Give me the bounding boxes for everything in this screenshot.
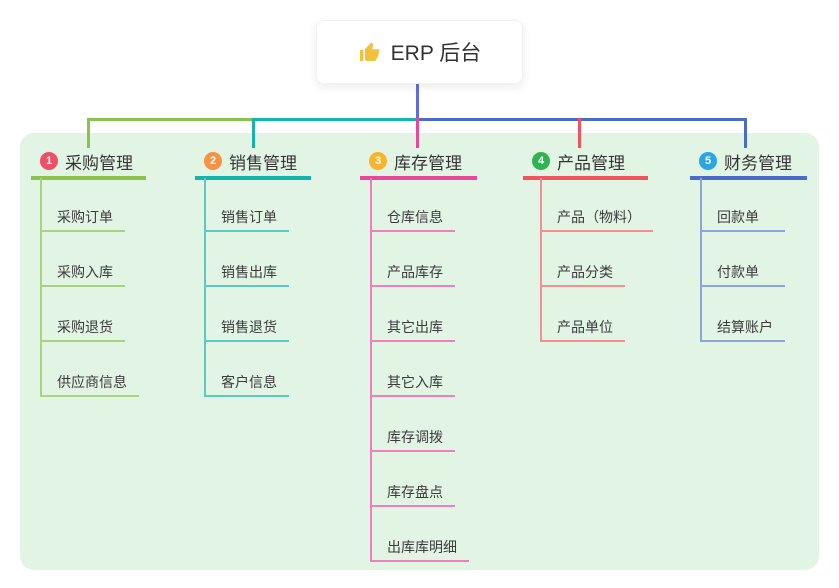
root-title: ERP 后台 bbox=[390, 42, 482, 65]
node-outbound-detail[interactable]: 出库库明细 bbox=[370, 532, 469, 562]
branch-title: 库存管理 bbox=[394, 153, 462, 173]
node-warehouse-info[interactable]: 仓库信息 bbox=[370, 202, 455, 232]
node-purchase-inbound[interactable]: 采购入库 bbox=[40, 257, 125, 287]
branch-product[interactable]: 4 产品管理 bbox=[523, 146, 648, 180]
branch-number-badge: 2 bbox=[204, 152, 222, 170]
branch-number-badge: 1 bbox=[40, 152, 58, 170]
node-payment-doc[interactable]: 付款单 bbox=[700, 257, 785, 287]
root-connector-line bbox=[416, 84, 419, 120]
node-product-unit[interactable]: 产品单位 bbox=[540, 312, 625, 342]
root-node[interactable]: ERP 后台 bbox=[316, 20, 523, 84]
children-line-finance bbox=[700, 178, 702, 342]
branches-background-panel bbox=[20, 133, 819, 570]
node-customer-info[interactable]: 客户信息 bbox=[204, 367, 289, 397]
node-collection-doc[interactable]: 回款单 bbox=[700, 202, 785, 232]
branch-title: 财务管理 bbox=[724, 153, 792, 173]
children-line-purchase bbox=[40, 178, 42, 397]
drop-line-purchase bbox=[87, 118, 90, 148]
branch-title: 销售管理 bbox=[229, 153, 297, 173]
drop-line-sales bbox=[252, 118, 255, 148]
node-sales-order[interactable]: 销售订单 bbox=[204, 202, 289, 232]
branch-inventory[interactable]: 3 库存管理 bbox=[360, 146, 477, 180]
bus-segment-sales bbox=[253, 118, 417, 121]
node-other-outbound[interactable]: 其它出库 bbox=[370, 312, 455, 342]
node-sales-outbound[interactable]: 销售出库 bbox=[204, 257, 289, 287]
branch-sales[interactable]: 2 销售管理 bbox=[195, 146, 311, 180]
bus-segment-right bbox=[417, 118, 747, 121]
node-supplier-info[interactable]: 供应商信息 bbox=[40, 367, 139, 397]
branch-number-badge: 4 bbox=[532, 152, 550, 170]
node-stock-transfer[interactable]: 库存调拨 bbox=[370, 422, 455, 452]
thumbs-up-icon bbox=[358, 40, 382, 64]
node-purchase-return[interactable]: 采购退货 bbox=[40, 312, 125, 342]
node-sales-return[interactable]: 销售退货 bbox=[204, 312, 289, 342]
branch-number-badge: 5 bbox=[699, 152, 717, 170]
bus-segment-purchase bbox=[87, 118, 253, 121]
drop-line-inventory bbox=[416, 118, 419, 148]
branch-finance[interactable]: 5 财务管理 bbox=[690, 146, 807, 180]
drop-line-product bbox=[578, 118, 581, 148]
children-line-product bbox=[540, 178, 542, 342]
branch-number-badge: 3 bbox=[369, 152, 387, 170]
branch-title: 产品管理 bbox=[557, 153, 625, 173]
node-other-inbound[interactable]: 其它入库 bbox=[370, 367, 455, 397]
children-line-inventory bbox=[370, 178, 372, 562]
node-product-category[interactable]: 产品分类 bbox=[540, 257, 625, 287]
branch-title: 采购管理 bbox=[65, 153, 133, 173]
children-line-sales bbox=[204, 178, 206, 397]
node-product-material[interactable]: 产品（物料） bbox=[540, 202, 653, 232]
node-stock-count[interactable]: 库存盘点 bbox=[370, 477, 455, 507]
drop-line-finance bbox=[744, 118, 747, 148]
node-product-stock[interactable]: 产品库存 bbox=[370, 257, 455, 287]
node-purchase-order[interactable]: 采购订单 bbox=[40, 202, 125, 232]
branch-purchase[interactable]: 1 采购管理 bbox=[31, 146, 146, 180]
node-settlement-account[interactable]: 结算账户 bbox=[700, 312, 785, 342]
